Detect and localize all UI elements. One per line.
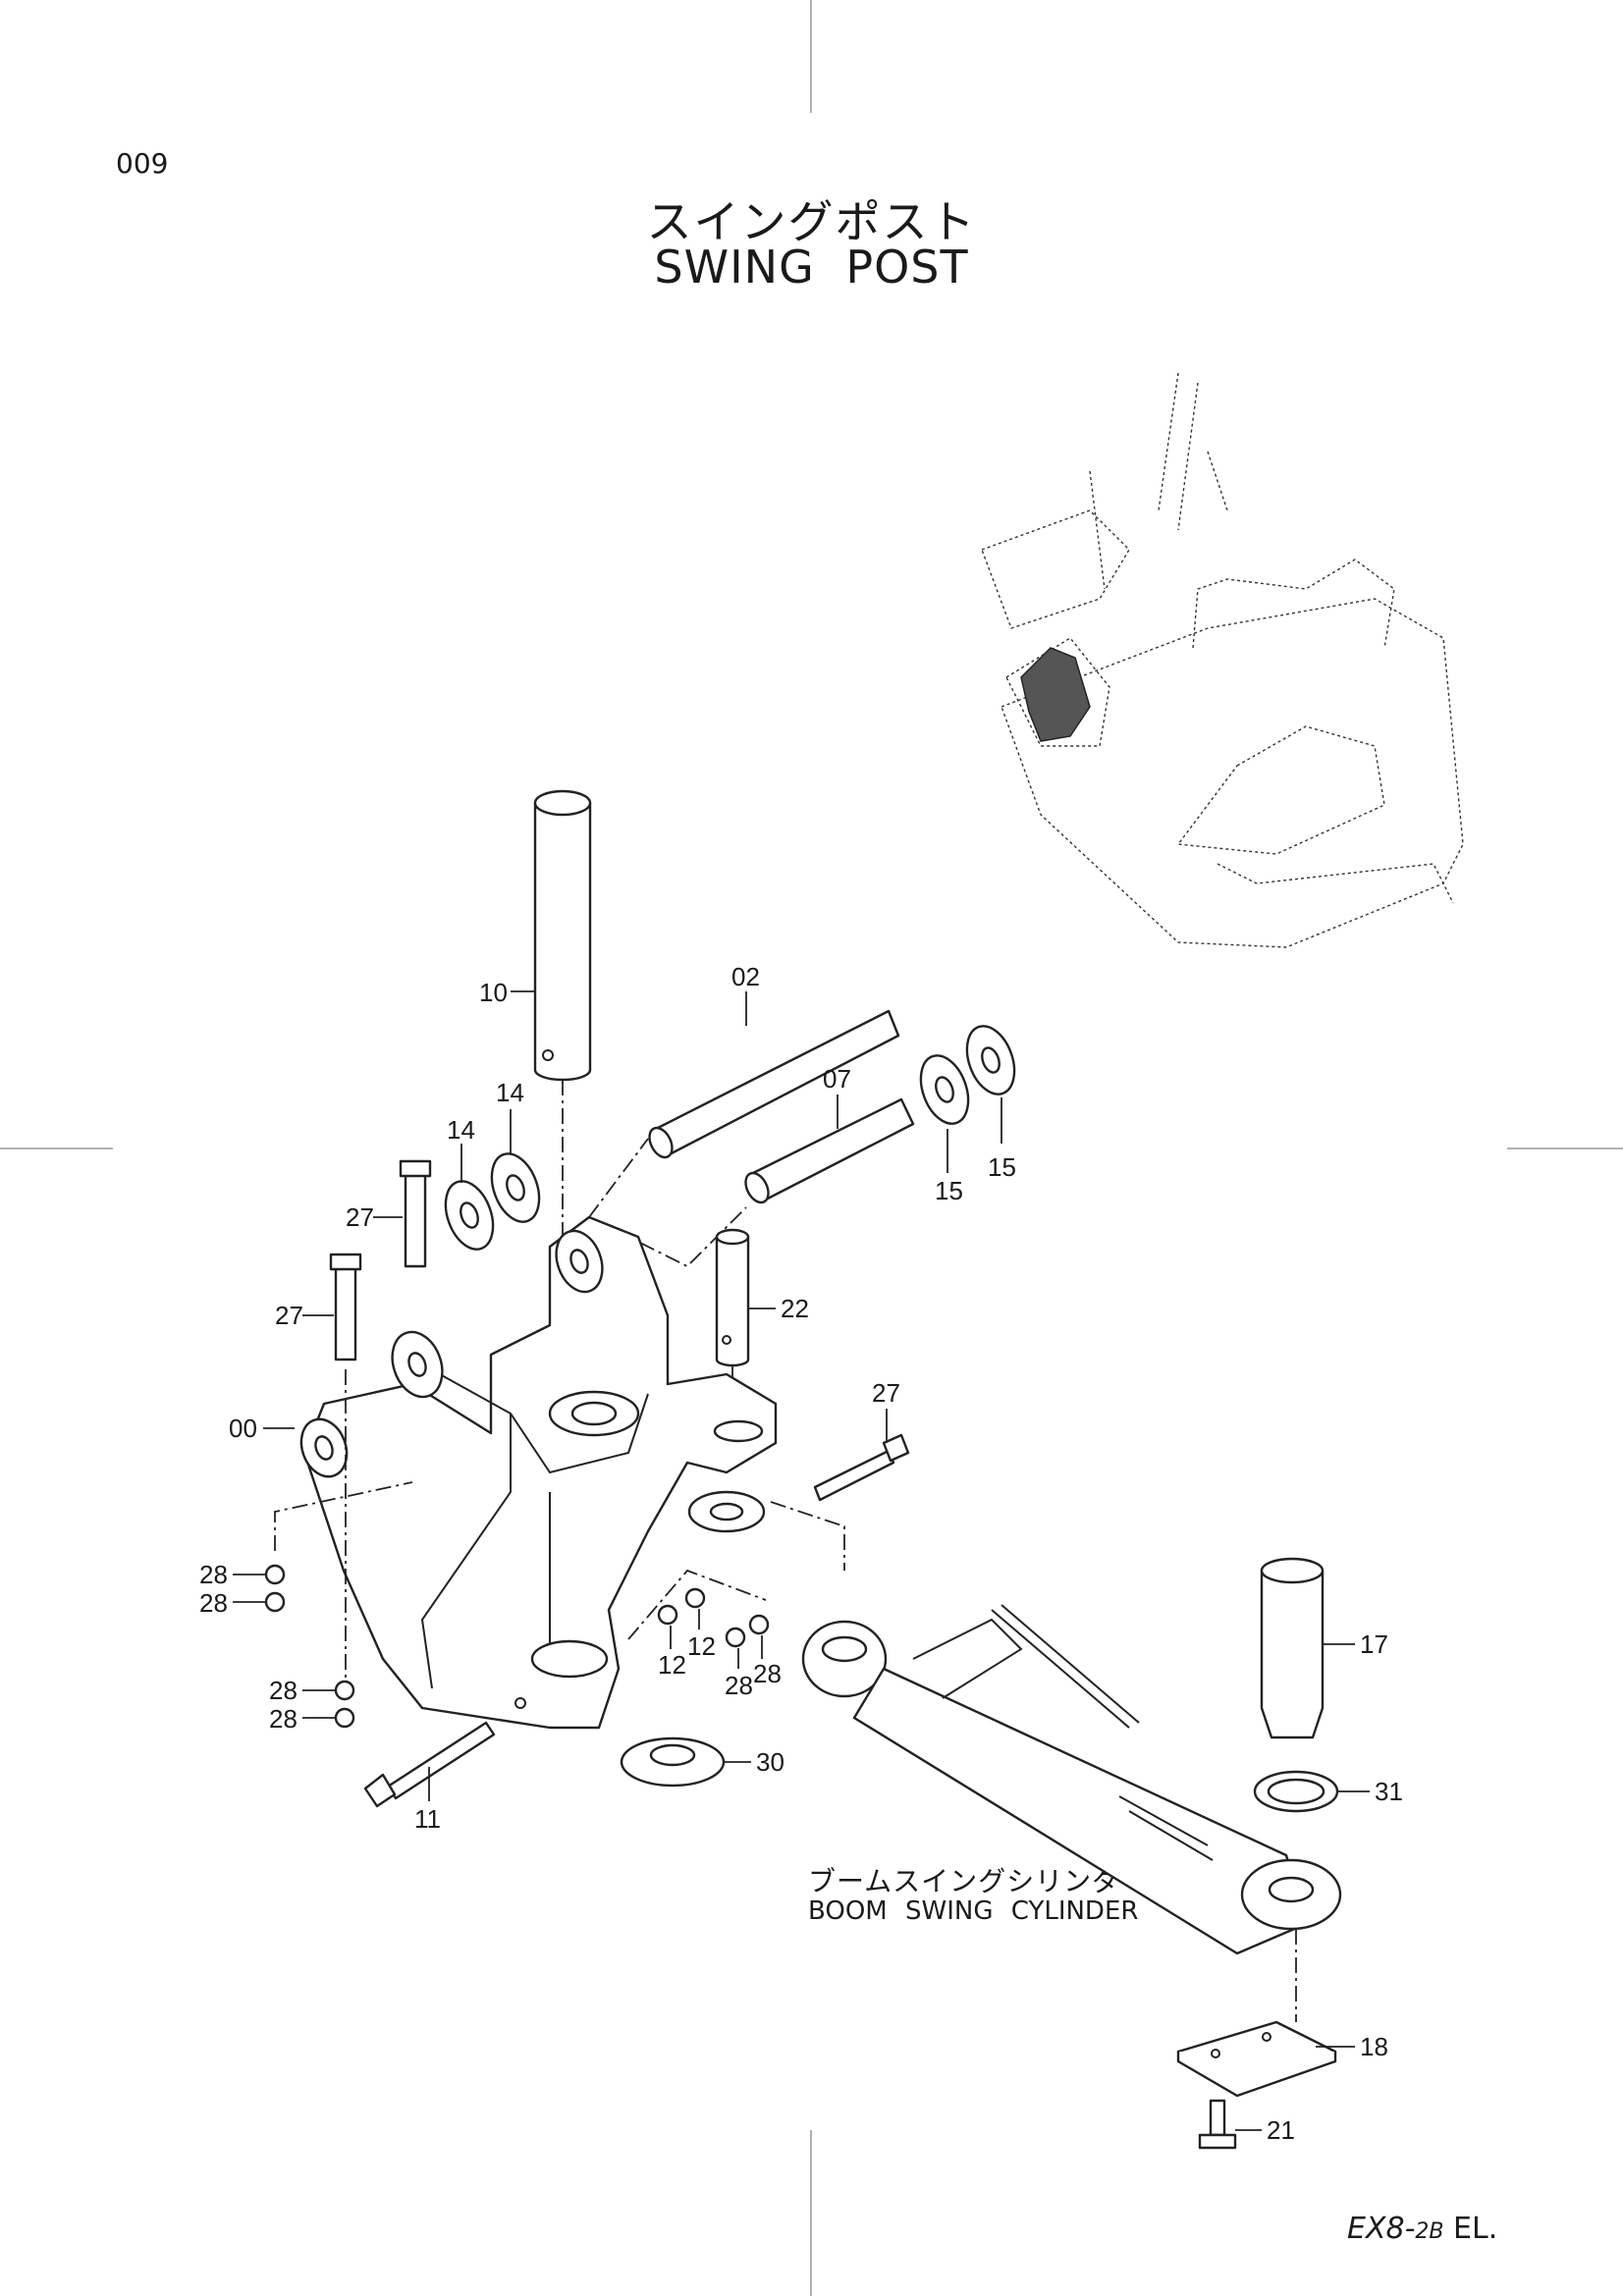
part-label: 27 <box>346 1202 374 1232</box>
part-label: 28 <box>725 1671 753 1700</box>
part-label: 14 <box>496 1078 524 1107</box>
washers-14 <box>444 1152 541 1251</box>
part-label: 27 <box>275 1301 303 1330</box>
plate-18 <box>1176 2020 1337 2098</box>
part-label: 02 <box>731 962 760 991</box>
part-label: 12 <box>687 1631 716 1661</box>
model-code-suffix: EL. <box>1443 2212 1498 2246</box>
machine-location-inset <box>981 372 1464 948</box>
part-label: 28 <box>753 1659 782 1688</box>
part-label: 10 <box>479 978 508 1007</box>
part-label: 27 <box>872 1378 900 1408</box>
lock-nuts <box>264 1564 770 1729</box>
part-label: 28 <box>269 1676 298 1705</box>
page-number: 009 <box>116 147 169 180</box>
part-label: 12 <box>658 1650 686 1680</box>
king-pin-10 <box>533 789 592 1082</box>
leader-lines <box>233 990 1370 2131</box>
boom-swing-cylinder <box>801 1604 1342 1955</box>
part-label: 30 <box>756 1747 784 1777</box>
part-label: 22 <box>781 1294 809 1323</box>
pin-07 <box>744 1097 915 1204</box>
thrust-plate-30 <box>620 1736 726 1788</box>
part-number-labels: 10 02 14 14 07 15 15 27 27 22 00 27 28 2… <box>199 962 1403 2145</box>
part-label: 17 <box>1360 1629 1388 1659</box>
pin-02 <box>648 1009 900 1159</box>
part-label: 31 <box>1375 1777 1403 1806</box>
part-label: 00 <box>229 1414 257 1443</box>
shim-31 <box>1253 1770 1339 1813</box>
part-label: 14 <box>447 1115 475 1145</box>
bolt-alignment-lines <box>274 1369 845 1688</box>
part-label: 07 <box>823 1064 851 1094</box>
part-label: 21 <box>1267 2115 1295 2145</box>
boom-swing-cylinder-caption-japanese: ブームスイングシリンダ <box>808 1865 1121 1897</box>
model-code-sub: 2B <box>1415 2219 1444 2244</box>
bolt-21 <box>1198 2099 1237 2150</box>
part-label: 15 <box>988 1152 1016 1182</box>
hex-bolts-27 <box>329 1159 910 1502</box>
swing-post-body-00 <box>299 1215 778 1730</box>
part-label: 28 <box>269 1704 298 1734</box>
boom-swing-cylinder-caption-english: BOOM SWING CYLINDER <box>808 1896 1139 1926</box>
part-label: 18 <box>1360 2032 1388 2061</box>
model-code-main: EX8- <box>1347 2212 1416 2246</box>
page-title-english: SWING POST <box>654 240 969 294</box>
page-title-japanese: スイングポスト <box>646 195 977 248</box>
bolt-11 <box>363 1721 496 1808</box>
part-label: 11 <box>414 1804 441 1834</box>
model-code: EX8-2B EL. <box>1347 2212 1497 2246</box>
pin-17 <box>1260 1557 1325 1739</box>
part-label: 28 <box>199 1560 228 1589</box>
pin-22 <box>715 1228 750 1367</box>
nut-alignment-lines <box>627 1569 767 1640</box>
washers-15 <box>919 1025 1016 1125</box>
part-label: 15 <box>935 1176 963 1205</box>
part-label: 28 <box>199 1588 228 1618</box>
